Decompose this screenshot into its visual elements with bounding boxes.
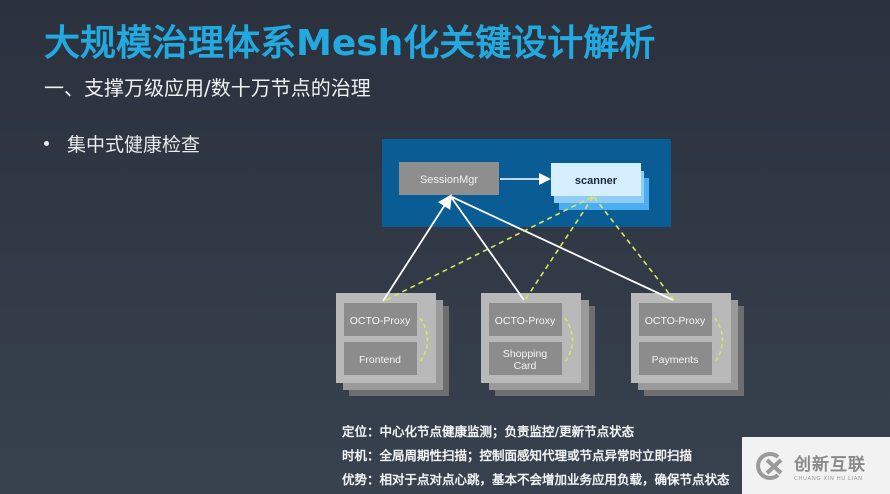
octo-proxy-box — [639, 303, 712, 336]
watermark: 创新互联 CHUANG XIN HU LIAN — [742, 437, 890, 494]
local-probe-dashed-arc — [564, 317, 574, 363]
octo-proxy-box — [489, 303, 562, 336]
slide-title: 大规模治理体系Mesh化关键设计解析 — [44, 23, 656, 64]
node-card-frontend: OCTO-Proxy Frontend — [336, 293, 449, 396]
chuangxin-logo-icon — [756, 451, 783, 480]
scan-line-payments — [593, 196, 675, 301]
app-label: Payments — [652, 354, 699, 366]
session-mgr-label: SessionMgr — [420, 174, 478, 186]
watermark-name-en: CHUANG XIN HU LIAN — [794, 475, 863, 482]
octo-proxy-label: OCTO-Proxy — [645, 315, 706, 327]
bullet-dot-icon — [44, 141, 49, 146]
app-box — [344, 342, 417, 375]
scanner-label: scanner — [575, 175, 618, 187]
app-label: Frontend — [359, 354, 401, 366]
app-label-line1: Shopping — [503, 348, 548, 360]
bullet-item: 集中式健康检查 — [44, 130, 200, 157]
octo-proxy-box — [344, 303, 417, 336]
slide-subtitle: 一、支撑万级应用/数十万节点的治理 — [44, 76, 371, 100]
local-probe-dashed-arc — [419, 317, 429, 363]
description-timing: 时机：全局周期性扫描；控制面感知代理或节点异常时立即扫描 — [342, 448, 693, 463]
scanner-box — [551, 163, 641, 196]
octo-proxy-label: OCTO-Proxy — [495, 315, 556, 327]
description-advantage: 优势：相对于点对点心跳，基本不会增加业务应用负载，确保节点状态 — [342, 472, 730, 487]
description-positioning: 定位：中心化节点健康监测；负责监控/更新节点状态 — [342, 424, 635, 439]
app-box — [489, 342, 562, 375]
heartbeat-line-shopping — [450, 196, 525, 301]
octo-proxy-label: OCTO-Proxy — [350, 315, 411, 327]
app-label-line2: Card — [514, 360, 537, 372]
scan-line-shopping — [524, 196, 594, 301]
scan-line-frontend — [383, 196, 593, 302]
local-probe-dashed-arc — [714, 317, 724, 363]
session-mgr-box — [399, 162, 499, 195]
node-card-payments: OCTO-Proxy Payments — [631, 293, 744, 396]
app-box — [639, 342, 712, 375]
watermark-name-cn: 创新互联 — [794, 454, 866, 475]
heartbeat-line-frontend — [382, 193, 452, 302]
bullet-text: 集中式健康检查 — [67, 134, 201, 156]
heartbeat-line-payments — [451, 196, 674, 301]
node-card-shopping: OCTO-Proxy Shopping Card — [481, 293, 595, 396]
